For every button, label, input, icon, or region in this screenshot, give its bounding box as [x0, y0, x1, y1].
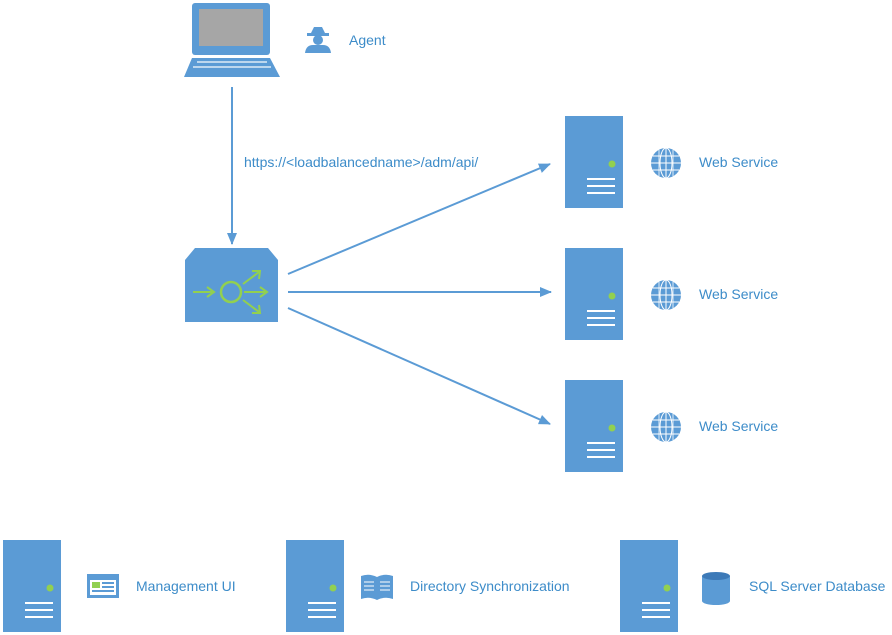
- globe-icon: [650, 279, 682, 311]
- web-window-icon: [87, 574, 119, 598]
- book-icon: [361, 574, 393, 600]
- web-service-label: Web Service: [699, 418, 778, 434]
- lb-to-web-service-3-arrow: [287, 307, 551, 425]
- directory-sync-label: Directory Synchronization: [410, 578, 570, 594]
- management-ui-label: Management UI: [136, 578, 236, 594]
- globe-icon: [650, 411, 682, 443]
- database-icon: [702, 572, 730, 605]
- sql-server-database-server: [620, 540, 678, 632]
- web-service-label: Web Service: [699, 154, 778, 170]
- web-service-server-2: [565, 248, 623, 340]
- web-service-server-3: [565, 380, 623, 472]
- load-balancer-icon: [185, 248, 278, 322]
- directory-sync-server: [286, 540, 344, 632]
- agent-label: Agent: [349, 32, 386, 48]
- api-url-label: https://<loadbalancedname>/adm/api/: [244, 154, 478, 170]
- web-service-label: Web Service: [699, 286, 778, 302]
- web-service-server-1: [565, 116, 623, 208]
- spy-agent-icon: [305, 27, 331, 53]
- sql-server-database-label: SQL Server Database: [749, 578, 886, 594]
- laptop-icon: [184, 3, 280, 77]
- management-ui-server: [3, 540, 61, 632]
- globe-icon: [650, 147, 682, 179]
- lb-to-web-service-1-arrow: [287, 163, 551, 275]
